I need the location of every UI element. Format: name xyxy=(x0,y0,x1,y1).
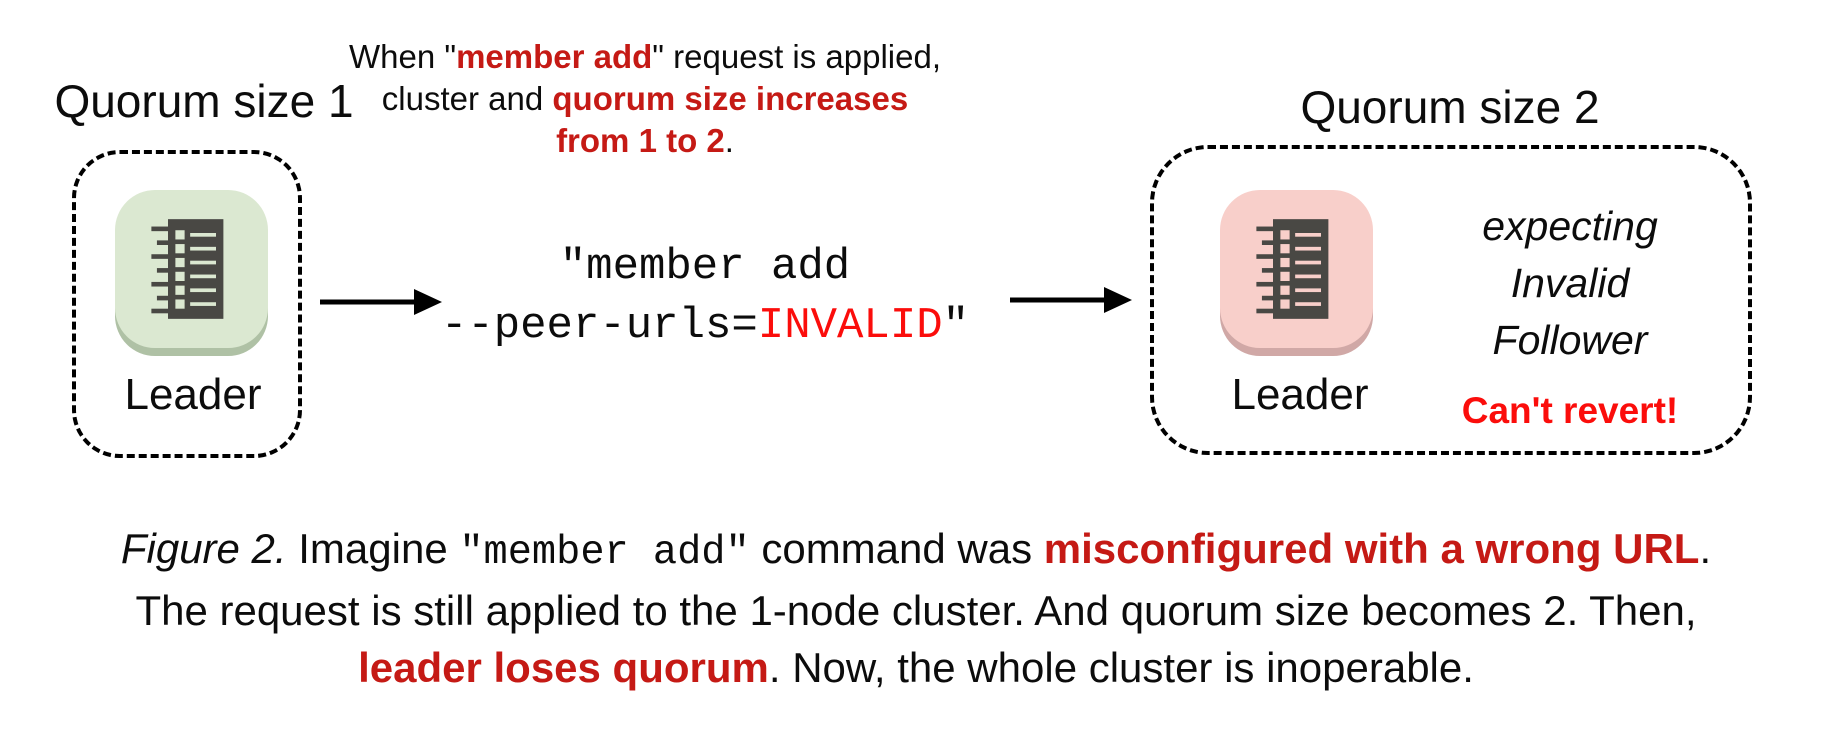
left-leader-label: Leader xyxy=(124,370,262,419)
right-cluster-boundary xyxy=(1150,145,1752,455)
right-cluster-title: Quorum size 2 xyxy=(1300,81,1600,133)
figure-caption: Figure 2. Imagine "member add" command w… xyxy=(0,520,1832,696)
caption-line-2: The request is still applied to the 1-no… xyxy=(135,587,1697,634)
server-icon xyxy=(150,219,223,319)
member-add-note: When "member add" request is applied, cl… xyxy=(345,36,945,162)
caption-line-3: leader loses quorum. Now, the whole clus… xyxy=(358,644,1474,691)
expectation-line-2: Invalid xyxy=(1510,260,1630,306)
leader-node-broken xyxy=(1220,190,1373,348)
left-cluster-boundary xyxy=(72,150,302,458)
expectation-line-1: expecting xyxy=(1482,203,1658,249)
expectation-line-3: Follower xyxy=(1492,317,1648,363)
caption-line-1: Figure 2. Imagine "member add" command w… xyxy=(120,525,1712,576)
right-leader-label: Leader xyxy=(1231,370,1369,419)
arrow-right-icon xyxy=(320,289,442,315)
command-line-1: "member add xyxy=(559,242,851,292)
command-line-2: --peer-urls=INVALID" xyxy=(440,301,970,351)
expecting-invalid-follower-note: expecting Invalid Follower xyxy=(1385,198,1755,369)
cant-revert-warning: Can't revert! xyxy=(1461,390,1679,431)
note-line-2: cluster and quorum size increases xyxy=(381,80,909,117)
note-line-1: When "member add" request is applied, xyxy=(348,38,942,75)
note-line-3: from 1 to 2. xyxy=(556,122,734,159)
arrow-right-icon xyxy=(1010,287,1132,313)
server-icon xyxy=(1255,219,1328,319)
member-add-command: "member add --peer-urls=INVALID" xyxy=(405,238,1005,356)
leader-node-healthy xyxy=(115,190,268,348)
left-cluster-title: Quorum size 1 xyxy=(54,75,354,127)
